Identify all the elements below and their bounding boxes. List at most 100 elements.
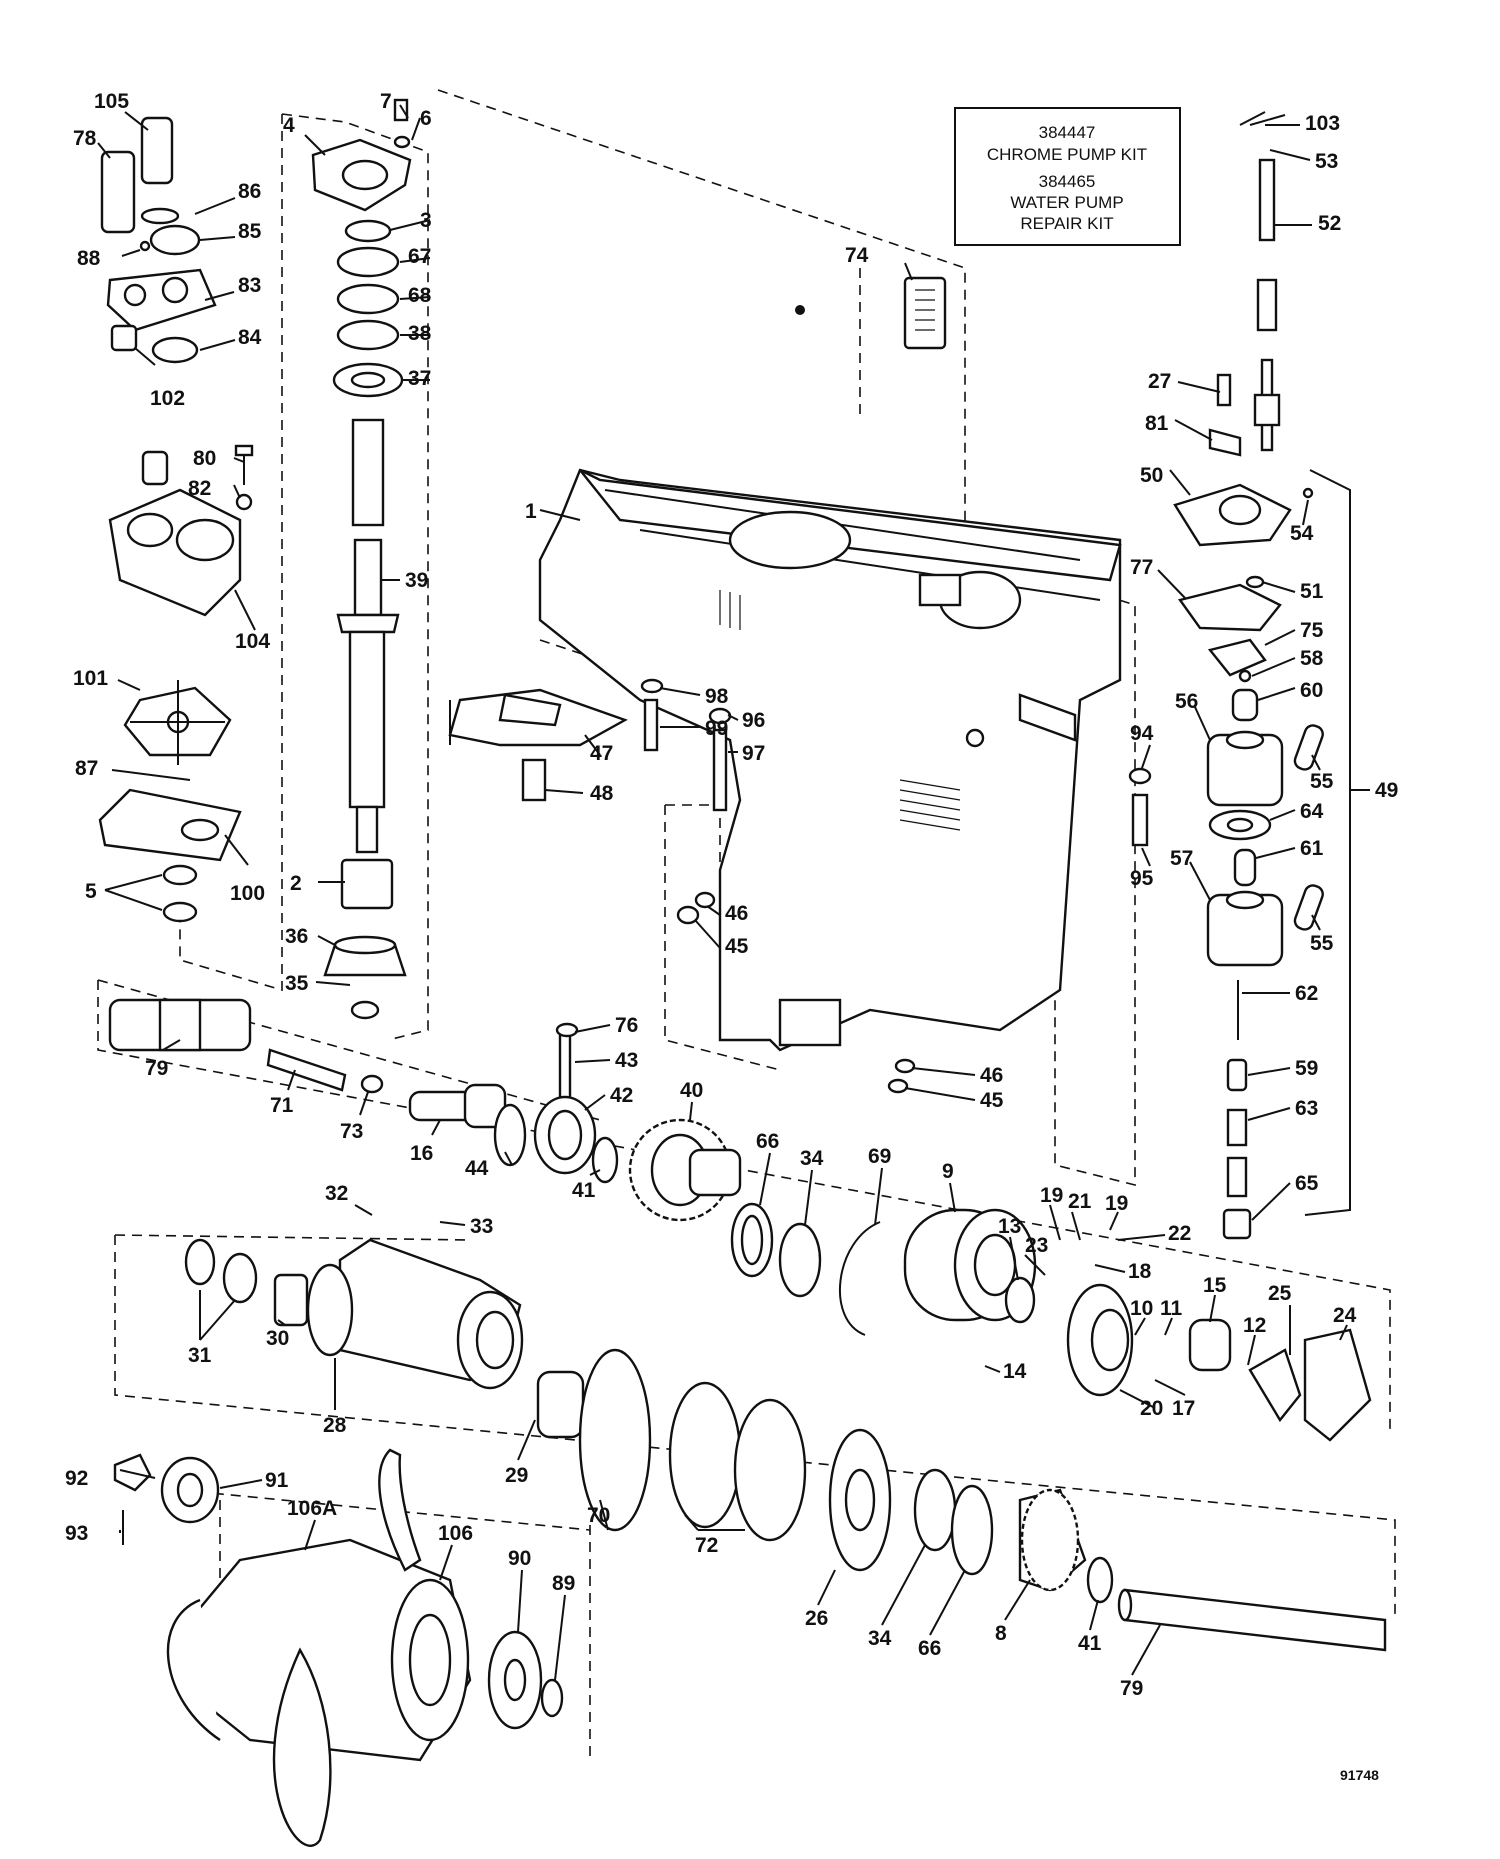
part-label-34b: 34 [868,1627,892,1650]
part-label-94: 94 [1130,722,1154,745]
part-label-5: 5 [85,880,97,903]
part-label-35: 35 [285,972,309,995]
part-label-45a: 45 [725,935,749,958]
part-label-54: 54 [1290,522,1314,545]
part-label-40: 40 [680,1079,703,1102]
part-label-41a: 41 [572,1179,596,1202]
part-label-62: 62 [1295,982,1318,1005]
part-label-100: 100 [230,882,265,905]
part-label-25: 25 [1268,1282,1292,1305]
part-label-8: 8 [995,1622,1007,1645]
part-label-90: 90 [508,1547,531,1570]
part-label-34a: 34 [800,1147,824,1170]
part-label-58: 58 [1300,647,1324,670]
part-label-30: 30 [266,1327,289,1350]
kit-text-line1: 384447 [1039,123,1096,142]
part-label-46a: 46 [725,902,748,925]
part-label-41b: 41 [1078,1632,1102,1655]
part-label-66a: 66 [756,1130,779,1153]
kit-info-box: 384447 CHROME PUMP KIT 384465 WATER PUMP… [954,107,1181,246]
part-labels: 105 78 7 6 4 3 86 85 88 83 84 102 67 68 … [65,90,1398,1700]
part-label-68: 68 [408,284,432,307]
part-label-28: 28 [323,1414,347,1437]
part-label-85: 85 [238,220,262,243]
part-label-3: 3 [420,209,432,232]
part-label-64: 64 [1300,800,1324,823]
part-label-77: 77 [1130,556,1153,579]
part-label-65: 65 [1295,1172,1319,1195]
part-label-103: 103 [1305,112,1340,135]
part-label-1: 1 [525,500,537,523]
part-label-20: 20 [1140,1397,1163,1420]
part-label-55a: 55 [1310,770,1334,793]
leader-lines [97,104,1370,1681]
part-label-55b: 55 [1310,932,1334,955]
part-label-67: 67 [408,245,431,268]
part-label-56: 56 [1175,690,1198,713]
part-label-82: 82 [188,477,211,500]
part-label-29: 29 [505,1464,528,1487]
kit-text-line3: 384465 [1039,172,1096,191]
part-label-36: 36 [285,925,308,948]
part-label-95: 95 [1130,867,1154,890]
part-label-73: 73 [340,1120,363,1143]
drawing-number: 91748 [1340,1767,1379,1783]
part-label-10: 10 [1130,1297,1153,1320]
part-label-79a: 79 [145,1057,168,1080]
part-label-4: 4 [283,114,295,137]
part-label-98: 98 [705,685,729,708]
part-label-12: 12 [1243,1314,1266,1337]
part-label-22: 22 [1168,1222,1191,1245]
part-label-52: 52 [1318,212,1341,235]
part-label-9: 9 [942,1160,954,1183]
part-label-33: 33 [470,1215,493,1238]
part-label-61: 61 [1300,837,1324,860]
part-label-72: 72 [695,1534,718,1557]
part-label-99: 99 [705,717,728,740]
part-label-84: 84 [238,326,262,349]
part-label-79b: 79 [1120,1677,1143,1700]
part-label-78: 78 [73,127,97,150]
part-label-102: 102 [150,387,185,410]
part-label-66b: 66 [918,1637,941,1660]
part-label-51: 51 [1300,580,1324,603]
part-label-11: 11 [1160,1297,1183,1320]
part-label-97: 97 [742,742,765,765]
kit-text-line4: WATER PUMP [1010,193,1123,212]
part-label-92: 92 [65,1467,88,1490]
part-label-104: 104 [235,630,270,653]
part-label-46b: 46 [980,1064,1003,1087]
part-label-81: 81 [1145,412,1169,435]
part-label-13: 13 [998,1215,1021,1238]
part-label-59: 59 [1295,1057,1318,1080]
part-label-21: 21 [1068,1190,1092,1213]
part-label-48: 48 [590,782,614,805]
part-label-31: 31 [188,1344,212,1367]
part-label-43: 43 [615,1049,638,1072]
part-label-24: 24 [1333,1304,1357,1327]
part-label-14: 14 [1003,1360,1027,1383]
part-label-16: 16 [410,1142,433,1165]
part-label-106a: 106A [287,1497,337,1520]
part-label-76: 76 [615,1014,638,1037]
part-label-19a: 19 [1040,1184,1063,1207]
part-label-63: 63 [1295,1097,1318,1120]
part-label-7: 7 [380,90,392,113]
part-label-88: 88 [77,247,101,270]
part-label-74: 74 [845,244,869,267]
part-label-17: 17 [1172,1397,1195,1420]
part-shapes [98,98,1387,1847]
part-label-39: 39 [405,569,428,592]
part-label-47: 47 [590,742,613,765]
part-label-19b: 19 [1105,1192,1128,1215]
part-label-83: 83 [238,274,261,297]
part-label-86: 86 [238,180,261,203]
kit-text-line2: CHROME PUMP KIT [987,145,1147,164]
part-label-75: 75 [1300,619,1324,642]
part-label-70: 70 [587,1504,610,1527]
part-label-37: 37 [408,367,431,390]
part-label-38: 38 [408,322,432,345]
part-label-6: 6 [420,107,432,130]
part-label-71: 71 [270,1094,294,1117]
